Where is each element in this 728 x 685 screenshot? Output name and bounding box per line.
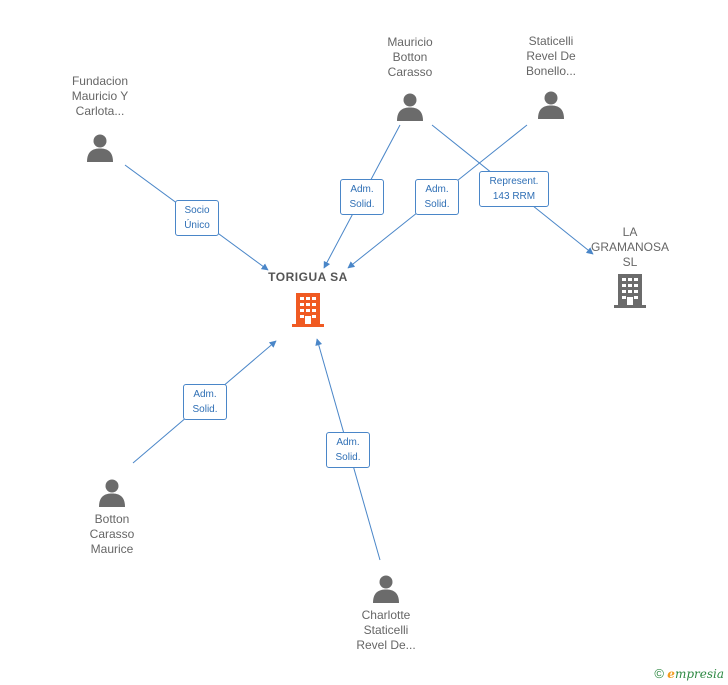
person-name: Botton Carasso Maurice [89,512,135,556]
edge-label-socio-unico[interactable]: Socio Único [175,200,219,236]
company-name: LA GRAMANOSA SL [590,225,669,269]
brand-logo: empresia [667,667,724,681]
empresia-watermark: © empresia [654,666,724,681]
person-icon [99,479,125,507]
person-icon [397,93,423,121]
person-name: Fundacion Mauricio Y Carlota... [71,74,129,118]
person-node-charlotte[interactable]: Charlotte Staticelli Revel De... [341,573,431,653]
center-company-node[interactable]: TORIGUA SA [248,270,368,328]
person-icon [87,134,113,162]
edge-label-adm-solid-mauricio[interactable]: Adm. Solid. [340,179,384,215]
brand-initial: e [667,667,675,681]
brand-rest: mpresia [674,667,724,681]
person-icon [373,575,399,603]
copyright-symbol: © [654,666,664,681]
center-company-name: TORIGUA SA [268,270,348,284]
person-node-botton-maurice[interactable]: Botton Carasso Maurice [67,477,157,557]
building-icon [614,274,646,308]
person-node-fundacion[interactable]: Fundacion Mauricio Y Carlota... [55,74,145,162]
edge-label-represent[interactable]: Represent. 143 RRM [479,171,549,207]
building-icon [292,293,324,327]
edge-label-adm-solid-charlotte[interactable]: Adm. Solid. [326,432,370,468]
edge-label-adm-solid-botton[interactable]: Adm. Solid. [183,384,227,420]
person-name: Charlotte Staticelli Revel De... [356,608,416,652]
edge-label-adm-solid-staticelli[interactable]: Adm. Solid. [415,179,459,215]
person-name: Staticelli Revel De Bonello... [525,34,577,78]
person-name: Mauricio Botton Carasso [387,35,433,79]
person-node-mauricio[interactable]: Mauricio Botton Carasso [365,35,455,121]
person-icon [538,91,564,119]
person-node-staticelli-revel[interactable]: Staticelli Revel De Bonello... [506,34,596,119]
company-node-gramanosa[interactable]: LA GRAMANOSA SL [586,225,674,309]
